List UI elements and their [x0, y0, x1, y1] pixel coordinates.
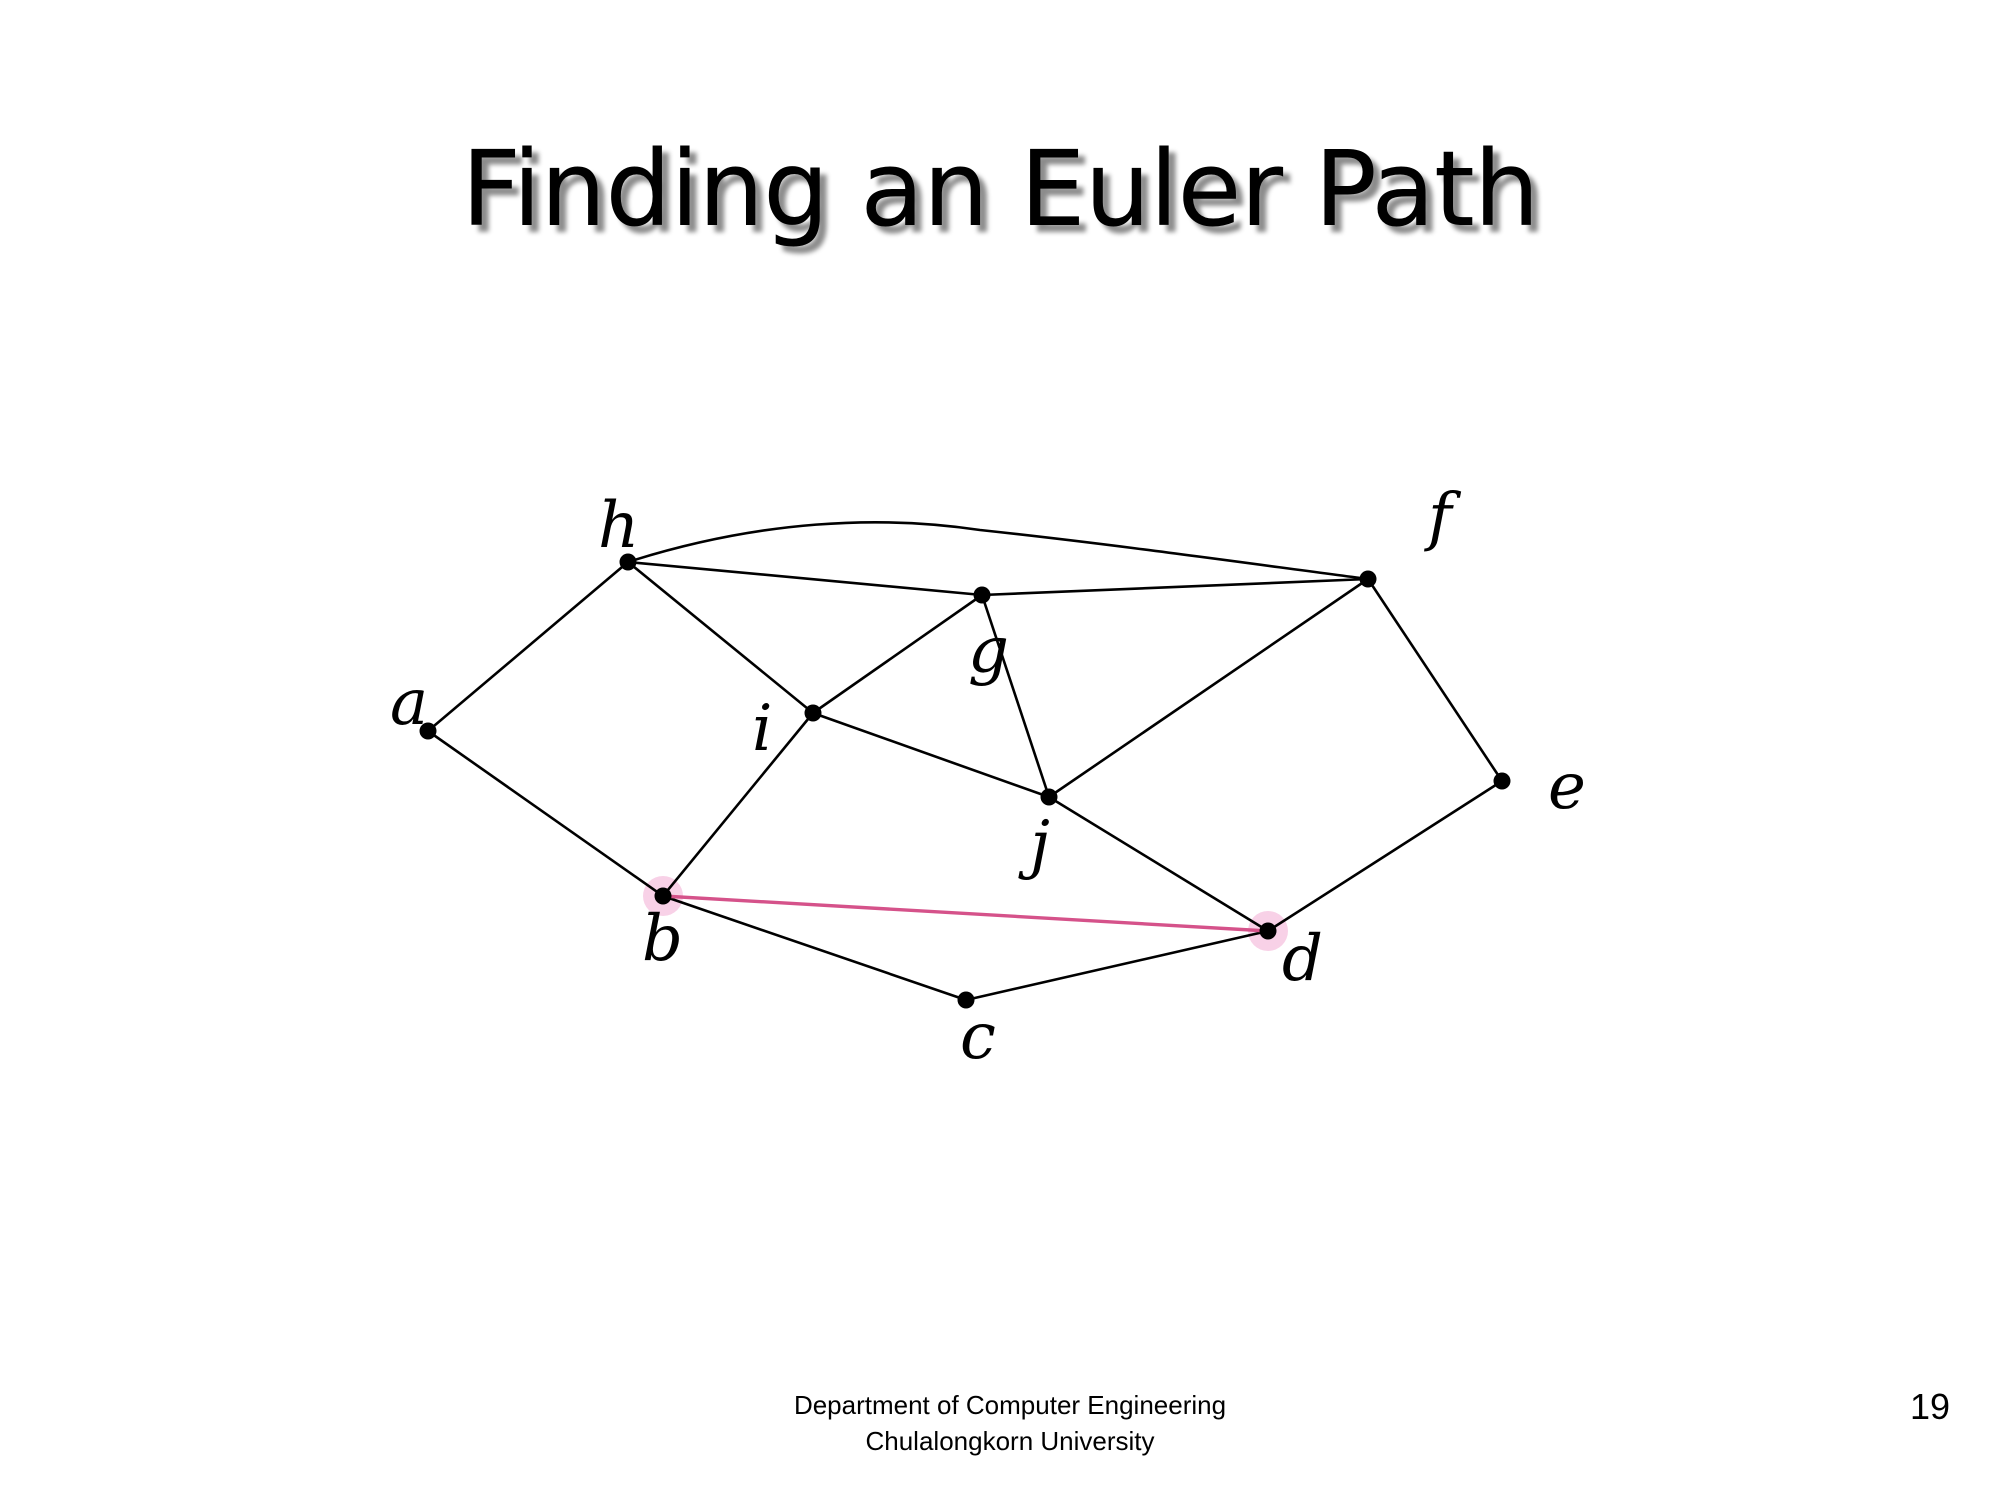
vertex-label-a: a — [390, 666, 428, 740]
edge-f-e — [1366, 578, 1504, 782]
vertex-label-b: b — [642, 902, 683, 976]
vertex-g — [973, 586, 991, 604]
vertex-h — [619, 553, 637, 571]
edge-b-c — [662, 894, 967, 1002]
vertex-label-i: i — [752, 692, 772, 766]
vertex-layer — [419, 553, 1511, 1009]
vertex-a — [419, 722, 437, 740]
edge-e-d — [1267, 779, 1503, 933]
edge-c-d — [965, 929, 1269, 1002]
edge-h-i — [627, 560, 814, 715]
edge-j-f — [1048, 577, 1369, 799]
edge-g-j — [980, 594, 1051, 798]
vertex-label-h: h — [598, 489, 639, 563]
vertex-label-g: g — [968, 614, 1009, 688]
edge-g-f — [981, 577, 1369, 597]
vertex-b — [654, 887, 672, 905]
footer: Department of Computer Engineering Chula… — [700, 1387, 1320, 1459]
vertex-c — [957, 991, 975, 1009]
edge-h-g — [627, 560, 983, 597]
edge-g-i — [812, 593, 983, 715]
footer-university: Chulalongkorn University — [865, 1426, 1155, 1456]
vertex-label-j: j — [1018, 808, 1050, 882]
vertex-f — [1359, 570, 1377, 588]
page-number: 19 — [1909, 1386, 1950, 1427]
vertex-label-c: c — [960, 1000, 996, 1074]
vertex-d — [1259, 922, 1277, 940]
edge-b-d — [662, 894, 1269, 933]
vertex-label-e: e — [1548, 750, 1586, 824]
edge-i-b — [661, 712, 815, 897]
vertex-i — [804, 704, 822, 722]
slide-title: Finding an Euler Path — [461, 128, 1539, 250]
edge-j-d — [1048, 795, 1269, 933]
footer-department: Department of Computer Engineering — [793, 1390, 1227, 1420]
edge-i-j — [812, 711, 1050, 799]
vertex-e — [1493, 772, 1511, 790]
vertex-label-f: f — [1424, 480, 1462, 554]
vertex-j — [1040, 788, 1058, 806]
edge-h-a — [427, 561, 629, 732]
vertex-label-d: d — [1282, 922, 1323, 996]
edge-a-b — [427, 729, 664, 898]
vertex-label-layer: a b c d e f g h i j — [390, 480, 1586, 1074]
edge-layer — [427, 521, 1504, 1002]
edge-h-f — [627, 521, 1369, 581]
